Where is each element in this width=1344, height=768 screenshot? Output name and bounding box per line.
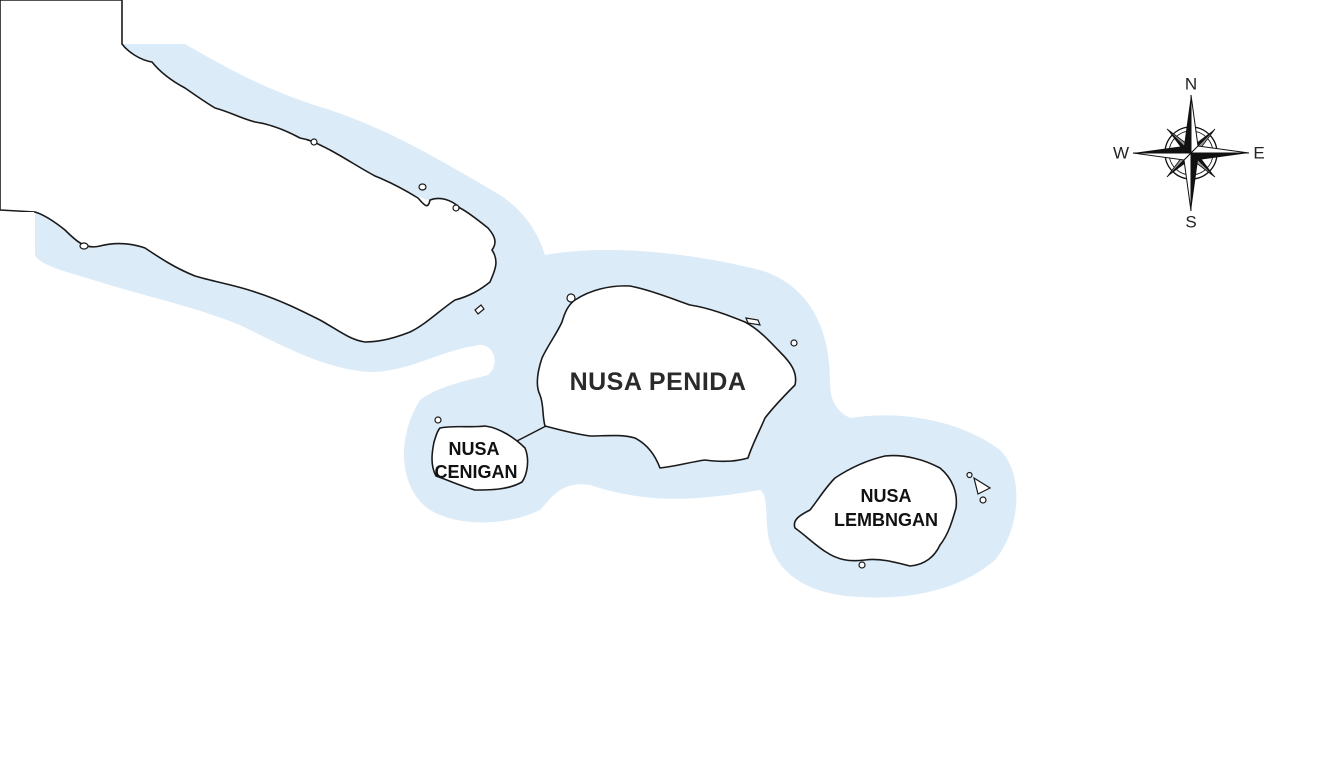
island-nusa-lembongan: NUSA LEMBNGAN xyxy=(793,454,992,569)
compass-label-north: N xyxy=(1185,74,1197,93)
islet-lembongan-2 xyxy=(966,471,973,479)
bali-coast-upper xyxy=(0,0,497,343)
islet-bali-4 xyxy=(79,242,89,250)
islet-cenigan-1 xyxy=(434,416,442,424)
water-halo-bali-coast xyxy=(35,44,1017,598)
islet-penida-1 xyxy=(566,293,576,303)
islet-lembongan-4 xyxy=(858,561,866,569)
compass-cardinal-points xyxy=(1132,94,1250,212)
islet-bali-1 xyxy=(310,138,318,146)
islet-bali-5 xyxy=(474,304,485,315)
islet-lembongan-3 xyxy=(979,496,987,504)
label-nusa-lembongan-line1: NUSA xyxy=(860,486,911,506)
label-nusa-lembongan-line2: LEMBNGAN xyxy=(834,510,938,530)
label-nusa-cenigan-line1: NUSA xyxy=(448,439,499,459)
compass-label-east: E xyxy=(1253,143,1264,162)
bali-mainland xyxy=(0,0,497,343)
label-nusa-cenigan-line2: CENIGAN xyxy=(434,462,517,482)
islet-penida-3 xyxy=(790,339,798,347)
compass-label-south: S xyxy=(1185,212,1196,231)
islet-bali-3 xyxy=(452,204,460,212)
island-nusa-cenigan: NUSA CENIGAN xyxy=(431,416,529,491)
bridge-line xyxy=(514,425,547,443)
nusa-penida-coastline xyxy=(536,285,797,469)
compass-label-west: W xyxy=(1113,143,1129,162)
islet-penida-2 xyxy=(745,317,761,326)
nusa-cenigan-coastline xyxy=(431,425,529,491)
island-nusa-penida: NUSA PENIDA xyxy=(536,285,798,469)
islet-lembongan-1 xyxy=(973,476,992,495)
nusa-lembongan-coastline xyxy=(793,454,958,567)
islet-bali-2 xyxy=(418,183,427,191)
shallow-water xyxy=(35,44,1017,598)
compass-rose: N S E W xyxy=(1113,74,1265,231)
label-nusa-penida: NUSA PENIDA xyxy=(570,368,747,396)
